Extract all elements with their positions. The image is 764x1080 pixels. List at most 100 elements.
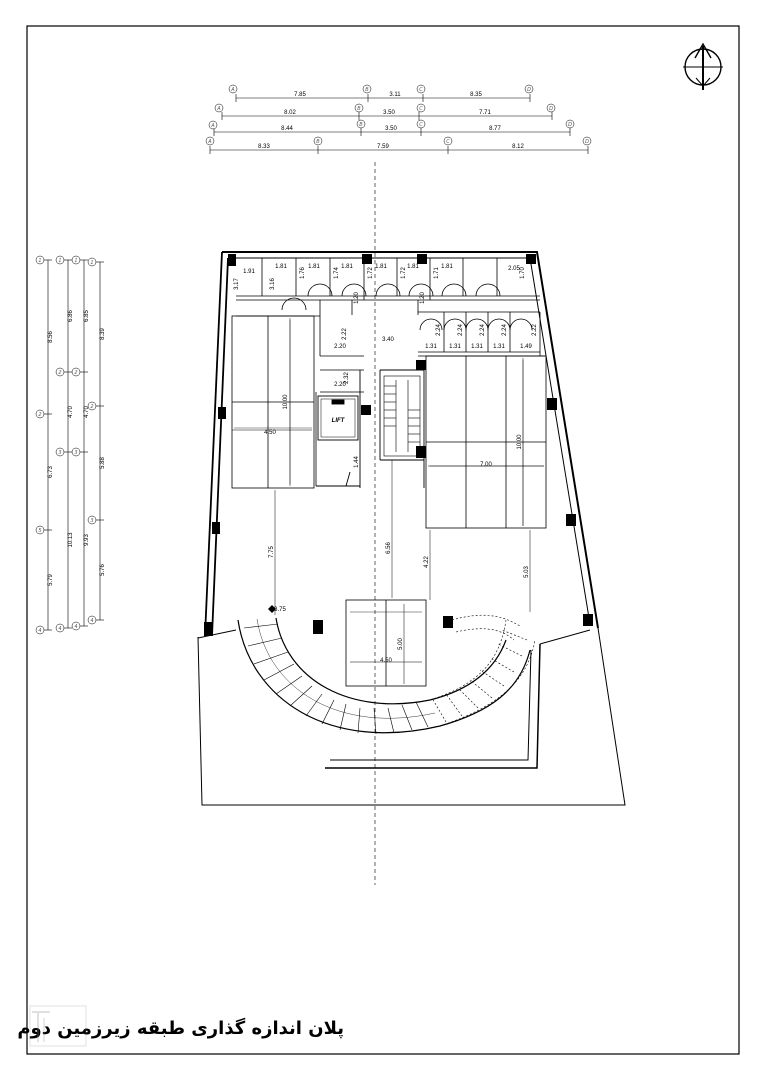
dim-value: 7.00 — [480, 462, 492, 468]
grid-number: 1 — [90, 260, 93, 266]
level-marker-icon — [268, 605, 276, 613]
structural-columns — [204, 254, 593, 636]
dim-value: 1.81 — [441, 264, 453, 270]
left-grid-numbers: 1 2 5 4 1 2 3 4 1 2 3 4 1 2 3 4 — [38, 258, 93, 634]
grid-number: 5 — [38, 528, 41, 534]
storage-rooms-top — [236, 258, 540, 486]
sheet-frame — [26, 25, 740, 1055]
dim-value: 1.31 — [449, 344, 461, 350]
dim-value: 6.86 — [68, 310, 74, 322]
dim-value: 2.24 — [458, 324, 464, 336]
dim-value: 5.00 — [398, 638, 404, 650]
grid-number: 1 — [38, 258, 41, 264]
grid-letter: C — [446, 139, 450, 145]
dim-value: 9.93 — [84, 534, 90, 546]
grid-number: 4 — [58, 626, 61, 632]
dim-value: 3.40 — [382, 337, 394, 343]
grid-number: 4 — [38, 628, 41, 634]
left-grid-bubbles — [35, 255, 97, 635]
dim-value: 2.20 — [334, 344, 346, 350]
grid-number: 2 — [74, 370, 77, 376]
grid-number: 3 — [74, 450, 77, 456]
grid-letter: B — [359, 122, 363, 128]
dim-value: 1.76 — [300, 267, 306, 279]
grid-number: 2 — [58, 370, 61, 376]
parking-block-left — [231, 315, 315, 489]
grid-letter: C — [419, 106, 423, 112]
dim-value: 6.73 — [48, 466, 54, 478]
grid-letter: A — [207, 139, 212, 145]
dim-value: 2.24 — [480, 324, 486, 336]
area-dimension-labels: 10.00 4.50 10.00 7.00 7.75 6.56 4.22 5.0… — [264, 394, 530, 664]
dim-value: 1.81 — [407, 264, 419, 270]
dim-value: 1.74 — [334, 267, 340, 279]
dim-value: 5.03 — [524, 566, 530, 578]
building-outline — [197, 251, 626, 806]
dim-value: 4.70 — [84, 406, 90, 418]
dim-value: 7.71 — [479, 110, 491, 116]
dim-value: 8.12 — [512, 144, 524, 150]
dim-value: 1.81 — [308, 264, 320, 270]
dim-value: 6.56 — [386, 542, 392, 554]
dim-value: 2.20 — [334, 382, 346, 388]
dim-value: 2.22 — [342, 328, 348, 340]
dim-value: 8.33 — [258, 144, 270, 150]
dim-value: 3.75 — [274, 607, 286, 613]
dim-value: 8.02 — [284, 110, 296, 116]
dim-value: 1.31 — [493, 344, 505, 350]
dim-value: 2.24 — [502, 324, 508, 336]
dim-value: 3.50 — [385, 126, 397, 132]
dim-value: 1.71 — [434, 267, 440, 279]
grid-number: 1 — [74, 258, 77, 264]
lift-core — [316, 369, 425, 488]
dim-value: 2.32 — [344, 372, 350, 384]
north-arrow-icon — [683, 42, 723, 90]
grid-number: 4 — [90, 618, 93, 624]
dim-value: 4.50 — [264, 430, 276, 436]
top-dimensions — [209, 94, 589, 154]
dim-value: 2.24 — [436, 324, 442, 336]
grid-letter: B — [365, 87, 369, 93]
top-grid-bubbles — [205, 84, 592, 146]
dim-value: 10.00 — [283, 394, 289, 410]
dim-value: 3.17 — [234, 278, 240, 290]
drawing-title: پلان اندازه گذاری طبقه زیرزمین دوم — [17, 1018, 344, 1039]
dim-value: 8.39 — [100, 328, 106, 340]
lift-label: LIFT — [332, 418, 346, 424]
dim-value: 8.77 — [489, 126, 501, 132]
dim-value: 4.70 — [68, 406, 74, 418]
dim-value: 1.20 — [420, 292, 426, 304]
grid-letter: A — [210, 123, 215, 129]
left-dimensions — [44, 259, 104, 631]
grid-letter: B — [357, 106, 361, 112]
grid-number: 1 — [58, 258, 61, 264]
grid-number: 3 — [90, 518, 93, 524]
dim-value: 2.22 — [532, 324, 538, 336]
top-grid-letters: A B C D A B C D A B C D A B C D — [207, 87, 589, 145]
dim-value: 1.72 — [401, 267, 407, 279]
grid-letter: D — [549, 106, 553, 112]
dim-value: 6.85 — [84, 310, 90, 322]
grid-letter: B — [316, 139, 320, 145]
dim-value: 3.11 — [389, 92, 401, 98]
dim-value: 1.20 — [354, 292, 360, 304]
area-dimension-lines — [232, 318, 544, 684]
parking-block-center — [345, 599, 427, 687]
dim-value: 5.79 — [48, 574, 54, 586]
grid-number: 4 — [74, 624, 77, 630]
dim-value: 1.44 — [354, 456, 360, 468]
dim-value: 1.81 — [275, 264, 287, 270]
dim-value: 8.56 — [48, 331, 54, 343]
dim-value: 10.00 — [517, 434, 523, 450]
dim-value: 1.31 — [425, 344, 437, 350]
grid-letter: D — [568, 122, 572, 128]
dim-value: 3.16 — [270, 278, 276, 290]
dim-value: 4.50 — [380, 658, 392, 664]
dim-value: 5.88 — [100, 457, 106, 469]
dim-value: 7.59 — [377, 144, 389, 150]
left-dimension-values: 8.56 6.73 5.79 6.86 4.70 10.13 6.85 4.70… — [48, 310, 106, 586]
grid-letter: C — [419, 122, 423, 128]
dim-value: 1.72 — [368, 267, 374, 279]
grid-letter: A — [216, 106, 221, 112]
